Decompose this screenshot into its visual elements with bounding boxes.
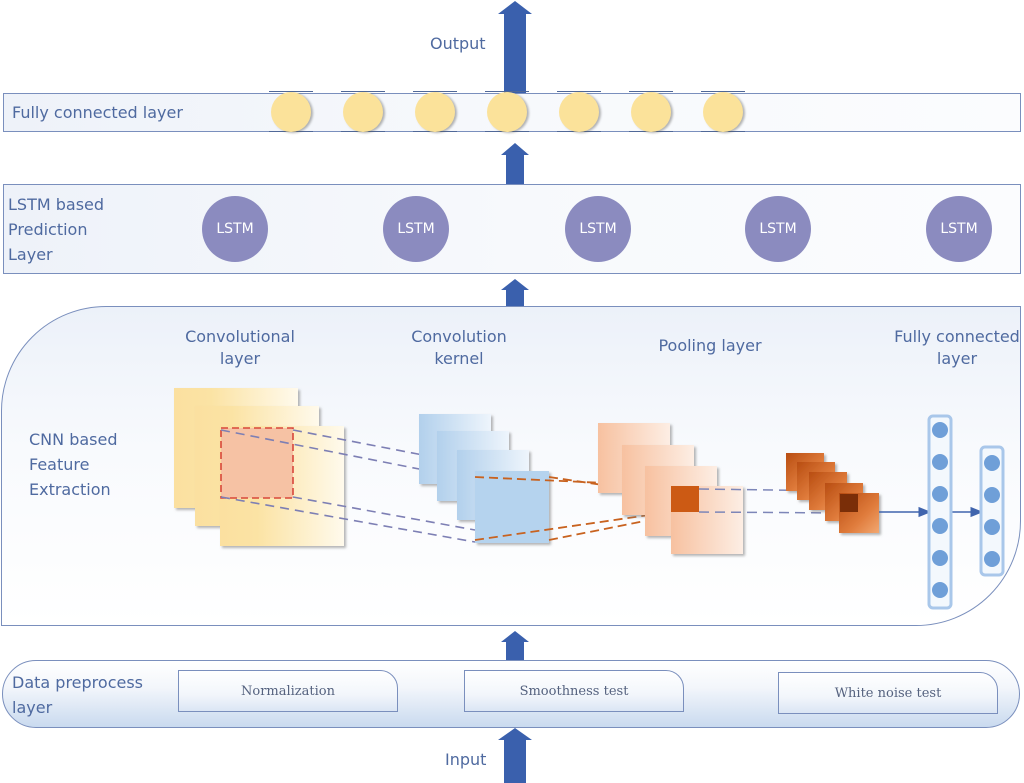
- fc-node-tick: [269, 91, 313, 92]
- fc-node: [343, 92, 383, 132]
- arrow-cnn-to-lstm: [501, 279, 529, 307]
- preprocess-step-smoothness-test: Smoothness test: [464, 670, 684, 712]
- output-arrow: [498, 1, 532, 94]
- fc-column-2: [979, 445, 1005, 577]
- lstm-layer-label: LSTM based Prediction Layer: [8, 192, 104, 267]
- cnn-layer-label: CNN based Feature Extraction: [29, 427, 118, 502]
- stage-label-convolution-kernel: Convolution kernel: [400, 326, 518, 370]
- fc-node-tick: [629, 91, 673, 92]
- input-label: Input: [445, 750, 487, 769]
- kernel: [475, 471, 549, 543]
- lstm-node: LSTM: [745, 196, 811, 262]
- preprocess-layer-label: Data preprocess layer: [12, 670, 143, 720]
- input-arrow: [498, 728, 532, 783]
- cnn-label-line-3: Extraction: [29, 480, 111, 499]
- fc-neuron: [984, 519, 1000, 535]
- lstm-node: LSTM: [926, 196, 992, 262]
- fc-neuron: [932, 550, 948, 566]
- fully-connected-layer-label: Fully connected layer: [12, 103, 183, 122]
- fc-node-tick: [485, 91, 529, 92]
- arrow-lstm-to-fc: [501, 143, 529, 185]
- fc-node: [271, 92, 311, 132]
- cnn-label-line-1: CNN based: [29, 430, 118, 449]
- fc-neuron: [932, 486, 948, 502]
- fc-neuron: [932, 422, 948, 438]
- stage-label-line: kernel: [434, 349, 484, 368]
- preprocess-step-white-noise-test: White noise test: [778, 672, 998, 714]
- pooled-map-highlight: [840, 494, 858, 512]
- preprocess-step-normalization: Normalization: [178, 670, 398, 712]
- pooled-feature-maps: [786, 453, 879, 533]
- fc-columns: [927, 414, 1005, 610]
- lstm-node: LSTM: [202, 196, 268, 262]
- stage-label-convolutional-layer: Convolutional layer: [170, 326, 310, 370]
- lstm-node: LSTM: [383, 196, 449, 262]
- stage-label-line: Convolutional: [185, 327, 295, 346]
- preprocess-label-line-1: Data preprocess: [12, 673, 143, 692]
- cnn-label-line-2: Feature: [29, 455, 90, 474]
- fc-node: [487, 92, 527, 132]
- fc-neuron: [984, 455, 1000, 471]
- stage-label-line: layer: [219, 349, 261, 368]
- preprocess-label-line-2: layer: [12, 698, 53, 717]
- stage-label-line: Fully connected: [894, 327, 1020, 346]
- lstm-prediction-layer-band: [3, 184, 1021, 274]
- fc-neuron: [932, 454, 948, 470]
- fc-node-tick: [341, 91, 385, 92]
- stage-label-line: Pooling layer: [658, 336, 762, 355]
- convolutional-feature-maps: [174, 388, 344, 546]
- receptive-field: [220, 427, 294, 499]
- lstm-label-line-1: LSTM based: [8, 195, 105, 214]
- fc-neuron: [932, 582, 948, 598]
- lstm-label-line-2: Prediction: [8, 220, 88, 239]
- stage-label-line: layer: [936, 349, 978, 368]
- fc-node-tick: [557, 91, 601, 92]
- fc-node: [703, 92, 743, 132]
- stage-label-fully-connected: Fully connected layer: [890, 326, 1024, 370]
- lstm-node: LSTM: [565, 196, 631, 262]
- pooled-cell: [671, 486, 699, 512]
- fc-node: [559, 92, 599, 132]
- fc-node: [631, 92, 671, 132]
- stage-label-line: Convolution: [411, 327, 507, 346]
- fc-node-tick: [413, 91, 457, 92]
- lstm-label-line-3: Layer: [8, 245, 53, 264]
- arrow-preprocess-to-cnn: [501, 631, 529, 661]
- stage-label-pooling-layer: Pooling layer: [645, 335, 775, 357]
- fc-node: [415, 92, 455, 132]
- fc-neuron: [932, 518, 948, 534]
- projection-lines-pool-to-pooled: [698, 488, 849, 514]
- fc-neuron: [984, 551, 1000, 567]
- pooling-maps: [598, 423, 743, 554]
- fc-column-1: [927, 414, 953, 610]
- fc-neuron: [984, 487, 1000, 503]
- output-label: Output: [430, 34, 486, 53]
- fc-node-tick: [701, 91, 745, 92]
- convolution-kernels: [419, 414, 549, 543]
